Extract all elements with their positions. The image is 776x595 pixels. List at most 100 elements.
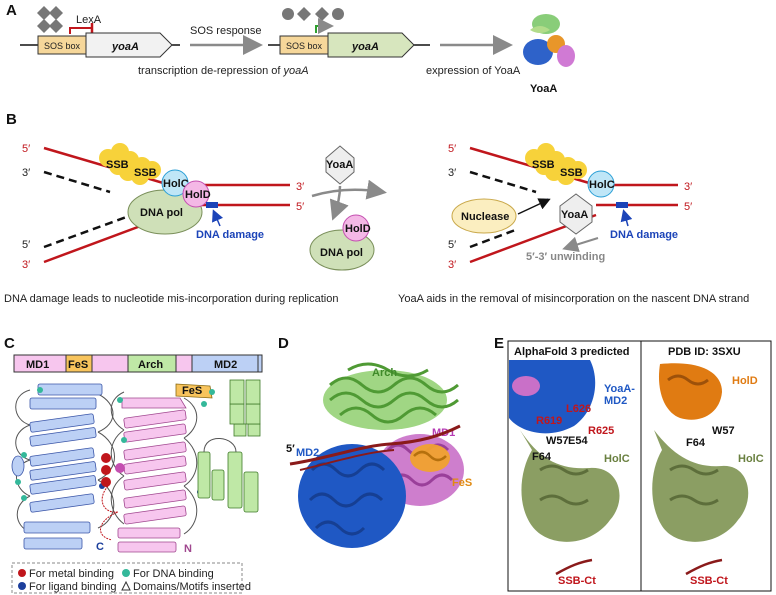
fes-tag-label: FeS	[182, 385, 202, 397]
residue-r625: R625	[588, 425, 614, 437]
dna-binding-icon	[122, 569, 130, 577]
hold-left-label: HolD	[185, 189, 211, 201]
md2-topology: C	[11, 383, 115, 553]
panel-d: D Arch MD1 MD2 FeS	[278, 335, 472, 548]
residue-e54: E54	[568, 435, 588, 447]
caption-right: YoaA aids in the removal of misincorpora…	[398, 293, 749, 305]
ssb-ct-left-label: SSB-Ct	[558, 575, 596, 587]
legend-inserted: Domains/Motifs inserted	[133, 581, 251, 593]
nuclease-arrow	[517, 198, 551, 215]
dna-pol-free-label: DNA pol	[320, 247, 363, 259]
holc-right-label: HolC	[589, 179, 615, 191]
five-prime-label: 5′	[448, 143, 456, 155]
five-prime-label: 5′	[22, 239, 30, 251]
panel-letter-c: C	[4, 335, 15, 352]
md1-topology: FeS N	[100, 383, 215, 555]
yoaa-md2-label-line2: MD2	[604, 395, 627, 407]
yoaa-structure-icon	[523, 14, 575, 67]
fes-tag	[175, 383, 213, 399]
n-terminus-label: N	[184, 543, 192, 555]
lexa-released-icon	[282, 7, 344, 21]
yoaa-md2-label-line1: YoaA-	[604, 383, 635, 395]
repression-mark-icon	[69, 27, 92, 34]
domain-md2-label: MD2	[214, 359, 237, 371]
ligand-binding-icon	[18, 582, 26, 590]
caption-left: DNA damage leads to nucleotide mis-incor…	[4, 293, 338, 305]
c-terminus-label: C	[96, 541, 104, 553]
hold-right-label: HolD	[732, 375, 758, 387]
alphafold-structure	[509, 360, 620, 576]
panel-letter-e: E	[494, 335, 504, 352]
transcription-start-arrow-icon	[315, 18, 334, 34]
three-prime-label: 3′	[296, 181, 304, 193]
ssb-label: SSB	[106, 159, 129, 171]
arch-domain-structure	[323, 362, 459, 430]
five-prime-label: 5′	[296, 201, 304, 213]
three-prime-label: 3′	[684, 181, 692, 193]
three-prime-label: 3′	[448, 259, 456, 271]
yoaa-gene-left-label: yoaA	[111, 41, 139, 53]
panel-letter-a: A	[6, 2, 17, 19]
residue-f64-right: F64	[686, 437, 706, 449]
fes-domain-structure	[410, 444, 450, 472]
five-prime-label: 5′	[448, 239, 456, 251]
arch-label: Arch	[372, 367, 397, 379]
pdb-title: PDB ID: 3SXU	[668, 346, 741, 358]
legend-box	[11, 562, 243, 594]
domain-md1-label: MD1	[26, 359, 49, 371]
panel-e: E AlphaFold 3 predicted PDB ID: 3SXU Yoa…	[494, 335, 772, 592]
holc-left	[161, 169, 189, 197]
lexa-label: LexA	[76, 14, 102, 26]
residue-w57-right: W57	[712, 425, 735, 437]
dna-five-prime-label: 5′	[286, 443, 295, 455]
nascent-strand-bottom	[43, 213, 133, 249]
fes-label: FeS	[452, 477, 472, 489]
yoaa-protein-label: YoaA	[530, 83, 557, 95]
arch-topology	[197, 379, 261, 513]
residue-f64: F64	[532, 451, 552, 463]
panel-letter-d: D	[278, 335, 289, 352]
nuclease-label: Nuclease	[461, 211, 509, 223]
derepression-label: transcription de-repression of yoaA	[138, 65, 309, 77]
ssb-label: SSB	[560, 167, 583, 179]
ssb-ct-right-label: SSB-Ct	[690, 575, 728, 587]
ssb-tetramer	[99, 143, 161, 185]
domain-fes-label: FeS	[68, 359, 88, 371]
unwinding-label: 5′-3′ unwinding	[526, 251, 605, 263]
dna-damage-left-label: DNA damage	[196, 229, 264, 241]
sos-box-right-label: SOS box	[286, 41, 323, 51]
residue-w57: W57	[546, 435, 569, 447]
sos-box-left-label: SOS box	[44, 41, 81, 51]
panel-b: B 5′ 3′ 5′ 3′ 3′ 5′ SSB SSB DNA pol HolC	[4, 111, 749, 305]
unwinding-arrow	[562, 236, 599, 253]
nuclease	[451, 198, 517, 234]
ssb-label: SSB	[532, 159, 555, 171]
holc-right	[587, 170, 615, 198]
dna-damage-right-label: DNA damage	[610, 229, 678, 241]
yoaa-bound	[559, 193, 593, 235]
dna-pol-left-label: DNA pol	[140, 207, 183, 219]
domain-md2	[191, 354, 263, 373]
yoaa-gene-right	[327, 32, 415, 58]
metal-binding-icon	[18, 569, 26, 577]
ssb-tetramer-right	[525, 143, 587, 185]
hold-left	[182, 180, 210, 208]
dna-damage-mark-right	[616, 202, 628, 208]
panel-a: A LexA SOS box yoaA SOS response transcr…	[6, 2, 575, 95]
domain-arch-label: Arch	[138, 359, 163, 371]
hold-free-label: HolD	[345, 223, 371, 235]
holc-left-label: HolC	[163, 178, 189, 190]
dna-strand	[289, 424, 461, 466]
yoaa-free	[325, 145, 355, 185]
residue-l626: L626	[566, 403, 591, 415]
domain-md1-end	[175, 354, 193, 373]
three-prime-label: 3′	[448, 167, 456, 179]
domain-md1-cont	[91, 354, 129, 373]
holc-right-label: HolC	[738, 453, 764, 465]
five-prime-label: 5′	[22, 143, 30, 155]
yoaa-free-label: YoaA	[326, 159, 353, 171]
expression-label: expression of YoaA	[426, 65, 521, 77]
yoaa-bound-label: YoaA	[561, 209, 588, 221]
nascent-strand-top	[43, 170, 111, 194]
